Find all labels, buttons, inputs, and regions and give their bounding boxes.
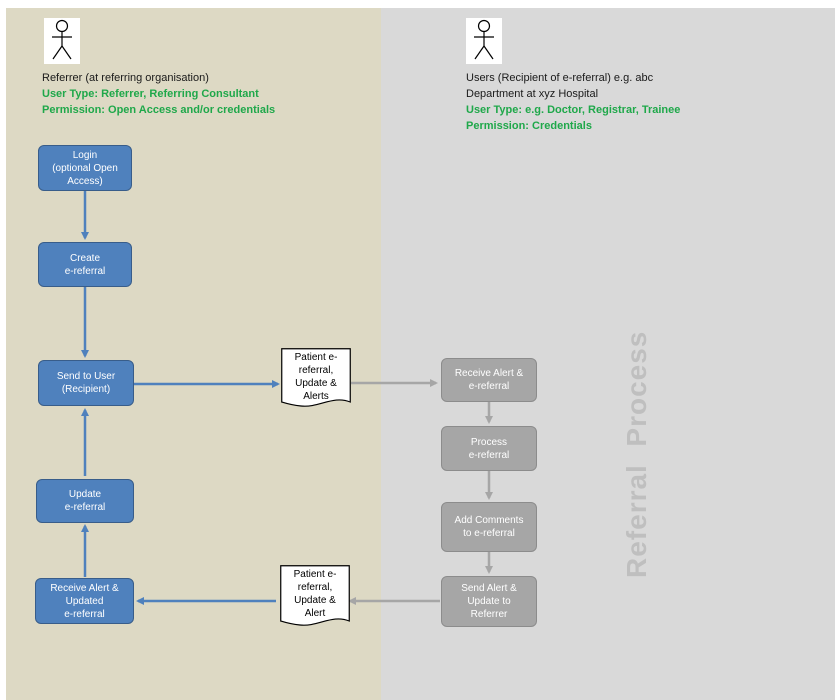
referral-process-label: Referral Process bbox=[621, 330, 652, 578]
add-comments-box: Add Comments to e-referral bbox=[441, 502, 537, 552]
outgoing-document-label: Patient e- referral, Update & Alerts bbox=[294, 352, 338, 402]
incoming-document-label: Patient e- referral, Update & Alert bbox=[293, 569, 337, 619]
receive-updated-box: Receive Alert & Updated e-referral bbox=[35, 578, 134, 624]
update-box: Update e-referral bbox=[36, 479, 134, 523]
recipient-actor-icon bbox=[466, 18, 502, 64]
recipient-header: Users (Recipient of e-referral) e.g. abc… bbox=[466, 70, 680, 134]
recipient-permission: Permission: Credentials bbox=[466, 120, 592, 132]
recipient-user-type: User Type: e.g. Doctor, Registrar, Train… bbox=[466, 104, 681, 116]
send-to-user-box: Send to User (Recipient) bbox=[38, 360, 134, 406]
receive-alert-box: Receive Alert & e-referral bbox=[441, 358, 537, 402]
process-box: Process e-referral bbox=[441, 426, 537, 471]
incoming-document: Patient e- referral, Update & Alert bbox=[280, 565, 350, 629]
referrer-actor-icon bbox=[44, 18, 80, 64]
referrer-user-type: User Type: Referrer, Referring Consultan… bbox=[42, 88, 259, 100]
referrer-permission: Permission: Open Access and/or credentia… bbox=[42, 104, 276, 116]
login-box: Login (optional Open Access) bbox=[38, 145, 132, 191]
recipient-title-line1: Users (Recipient of e-referral) e.g. abc bbox=[466, 72, 654, 84]
referrer-header: Referrer (at referring organisation) Use… bbox=[42, 70, 275, 118]
outgoing-document: Patient e- referral, Update & Alerts bbox=[281, 348, 351, 410]
recipient-title-line2: Department at xyz Hospital bbox=[466, 88, 599, 100]
referrer-title: Referrer (at referring organisation) bbox=[42, 72, 209, 84]
send-alert-box: Send Alert & Update to Referrer bbox=[441, 576, 537, 627]
create-box: Create e-referral bbox=[38, 242, 132, 287]
